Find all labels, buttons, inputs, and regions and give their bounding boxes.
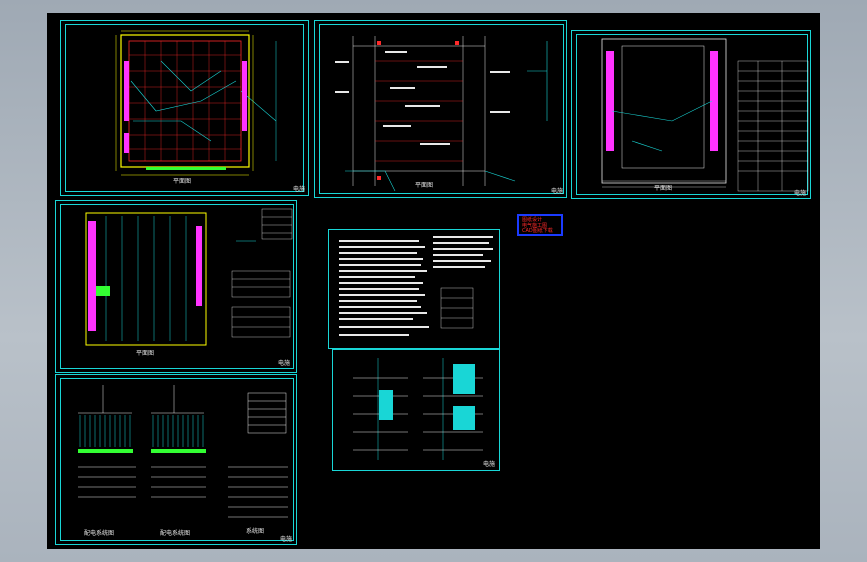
title-block: 电施 [280,536,293,543]
system-diagram-drawing [78,385,288,518]
sheet-border-inner [576,34,808,195]
stamp-line-2: 电气施工图 [522,223,548,229]
title-block: 电施 [794,190,807,197]
watermark-stamp: 图纸设计 电气施工图 CAD图纸下载 [517,214,563,236]
sheet-border-inner [60,378,294,541]
sheet-border-inner [319,24,564,194]
diagram-label-a: 配电系统图 [84,530,115,537]
notes-diagram-drawing [353,358,483,460]
sheet-floor-plan-1[interactable]: 平面图 电施 [60,20,309,196]
drawing-canvas[interactable]: 平面图 电施 [47,13,820,549]
sheet-floor-plan-4[interactable]: 平面图 电施 [55,200,297,373]
floor-plan-1-drawing [115,30,277,176]
stamp-line-3: CAD图纸下载 [522,228,553,234]
notes-text-block [339,236,493,336]
sheet-border-inner [60,204,294,369]
diagram-label-c: 系统图 [246,528,265,535]
title-block: 电施 [551,188,564,195]
floor-plan-4-drawing [85,208,293,346]
stamp-line-1: 图纸设计 [522,217,543,223]
sheet-notes[interactable] [328,229,500,349]
sheet-floor-plan-3[interactable]: 平面图 电施 [571,30,811,199]
title-block: 电施 [293,186,306,193]
sheet-label: 平面图 [136,350,155,357]
title-block: 电施 [278,360,291,367]
sheet-border-inner [65,24,304,192]
sheet-system-diagram[interactable]: 配电系统图 配电系统图 系统图 电施 [55,374,297,545]
sheet-label: 平面图 [173,178,192,185]
floor-plan-2-drawing [335,36,548,192]
sheet-label: 平面图 [654,185,673,192]
sheet-floor-plan-2[interactable]: 平面图 电施 [314,20,567,198]
floor-plan-3-drawing [601,38,809,192]
sheet-notes-diagram[interactable]: 电施 [332,349,500,471]
title-block: 电施 [483,461,496,468]
diagram-label-b: 配电系统图 [160,530,191,537]
sheet-label: 平面图 [415,182,434,189]
